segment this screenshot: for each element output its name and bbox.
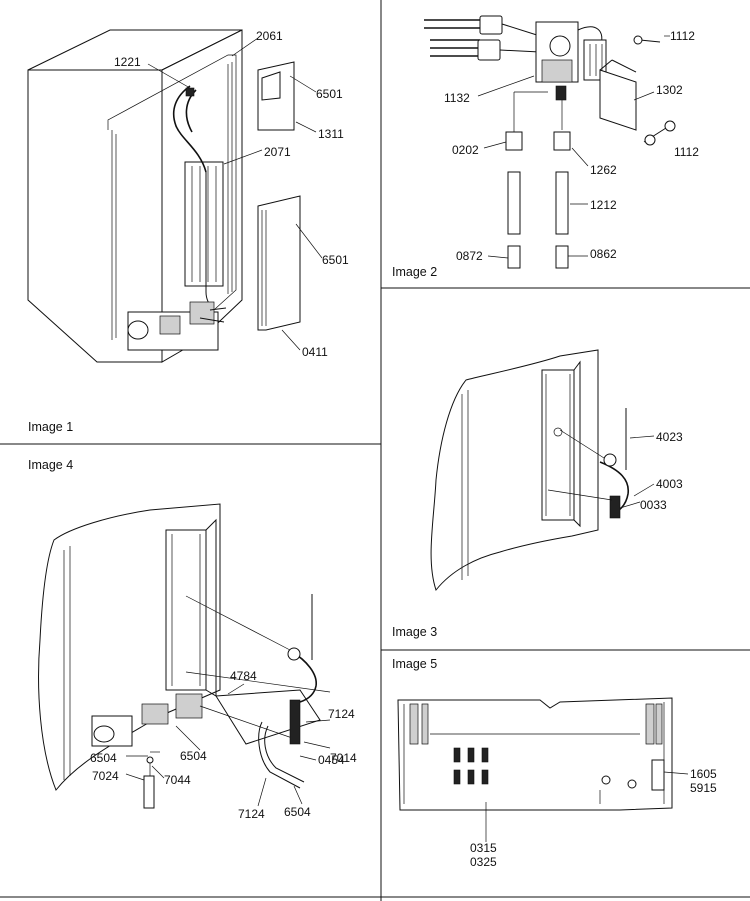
image-4-part-label: 7014 [330,751,357,765]
image-5-caption: Image 5 [392,657,437,671]
image-5-base-pan: 1605 5915 0315 0325 Image 5 [392,657,717,869]
image-4-caption: Image 4 [28,458,73,472]
image-4-part-label: 0454 [318,753,345,767]
image-4-part-label: 6504 [180,749,207,763]
image-1-refrigerator-back: 2061 1221 6501 1311 2071 6501 0411 Image… [27,29,349,434]
image-3-part-label: 4003 [656,477,683,491]
image-1-caption: Image 1 [28,420,73,434]
image-4-part-label: 7124 [238,807,265,821]
image-4-part-label: 7044 [164,773,191,787]
image-2-water-valve: 1112 1132 1302 1112 0202 1262 1212 0872 … [392,15,699,279]
image-2-part-label: 1212 [590,198,617,212]
image-2-caption: Image 2 [392,265,437,279]
image-5-part-label: 5915 [690,781,717,795]
image-5-part-label: 1605 [690,767,717,781]
image-5-part-label: 0325 [470,855,497,869]
image-4-part-label: 7124 [328,707,355,721]
image-4-part-label: 4784 [230,669,257,683]
image-3-part-label: 4023 [656,430,683,444]
image-5-part-label: 0315 [470,841,497,855]
image-4-lower-back-detail: 4784 7124 6504 7014 6504 7044 7024 0454 … [28,458,357,821]
image-2-part-label: 1112 [670,29,695,43]
image-4-part-label: 7024 [92,769,119,783]
image-3-cabinet-corner: 4023 4003 0033 Image 3 [392,349,683,639]
image-2-part-label: 1262 [590,163,617,177]
image-4-part-label: 6504 [90,751,117,765]
image-1-part-label: 1221 [114,55,141,69]
image-4-part-label: 6504 [284,805,311,819]
image-1-part-label: 0411 [302,345,328,359]
image-1-part-label: 1311 [318,127,344,141]
image-1-part-label: 2061 [256,29,283,43]
image-2-part-label: 0202 [452,143,479,157]
image-1-part-label: 6501 [316,87,343,101]
image-2-part-label: 1302 [656,83,683,97]
image-1-part-label: 2071 [264,145,291,159]
image-2-part-label: 1112 [674,145,699,159]
image-3-caption: Image 3 [392,625,437,639]
image-3-part-label: 0033 [640,498,667,512]
image-2-part-label: 0862 [590,247,617,261]
image-1-part-label: 6501 [322,253,349,267]
image-2-part-label: 0872 [456,249,483,263]
image-2-part-label: 1132 [444,91,470,105]
